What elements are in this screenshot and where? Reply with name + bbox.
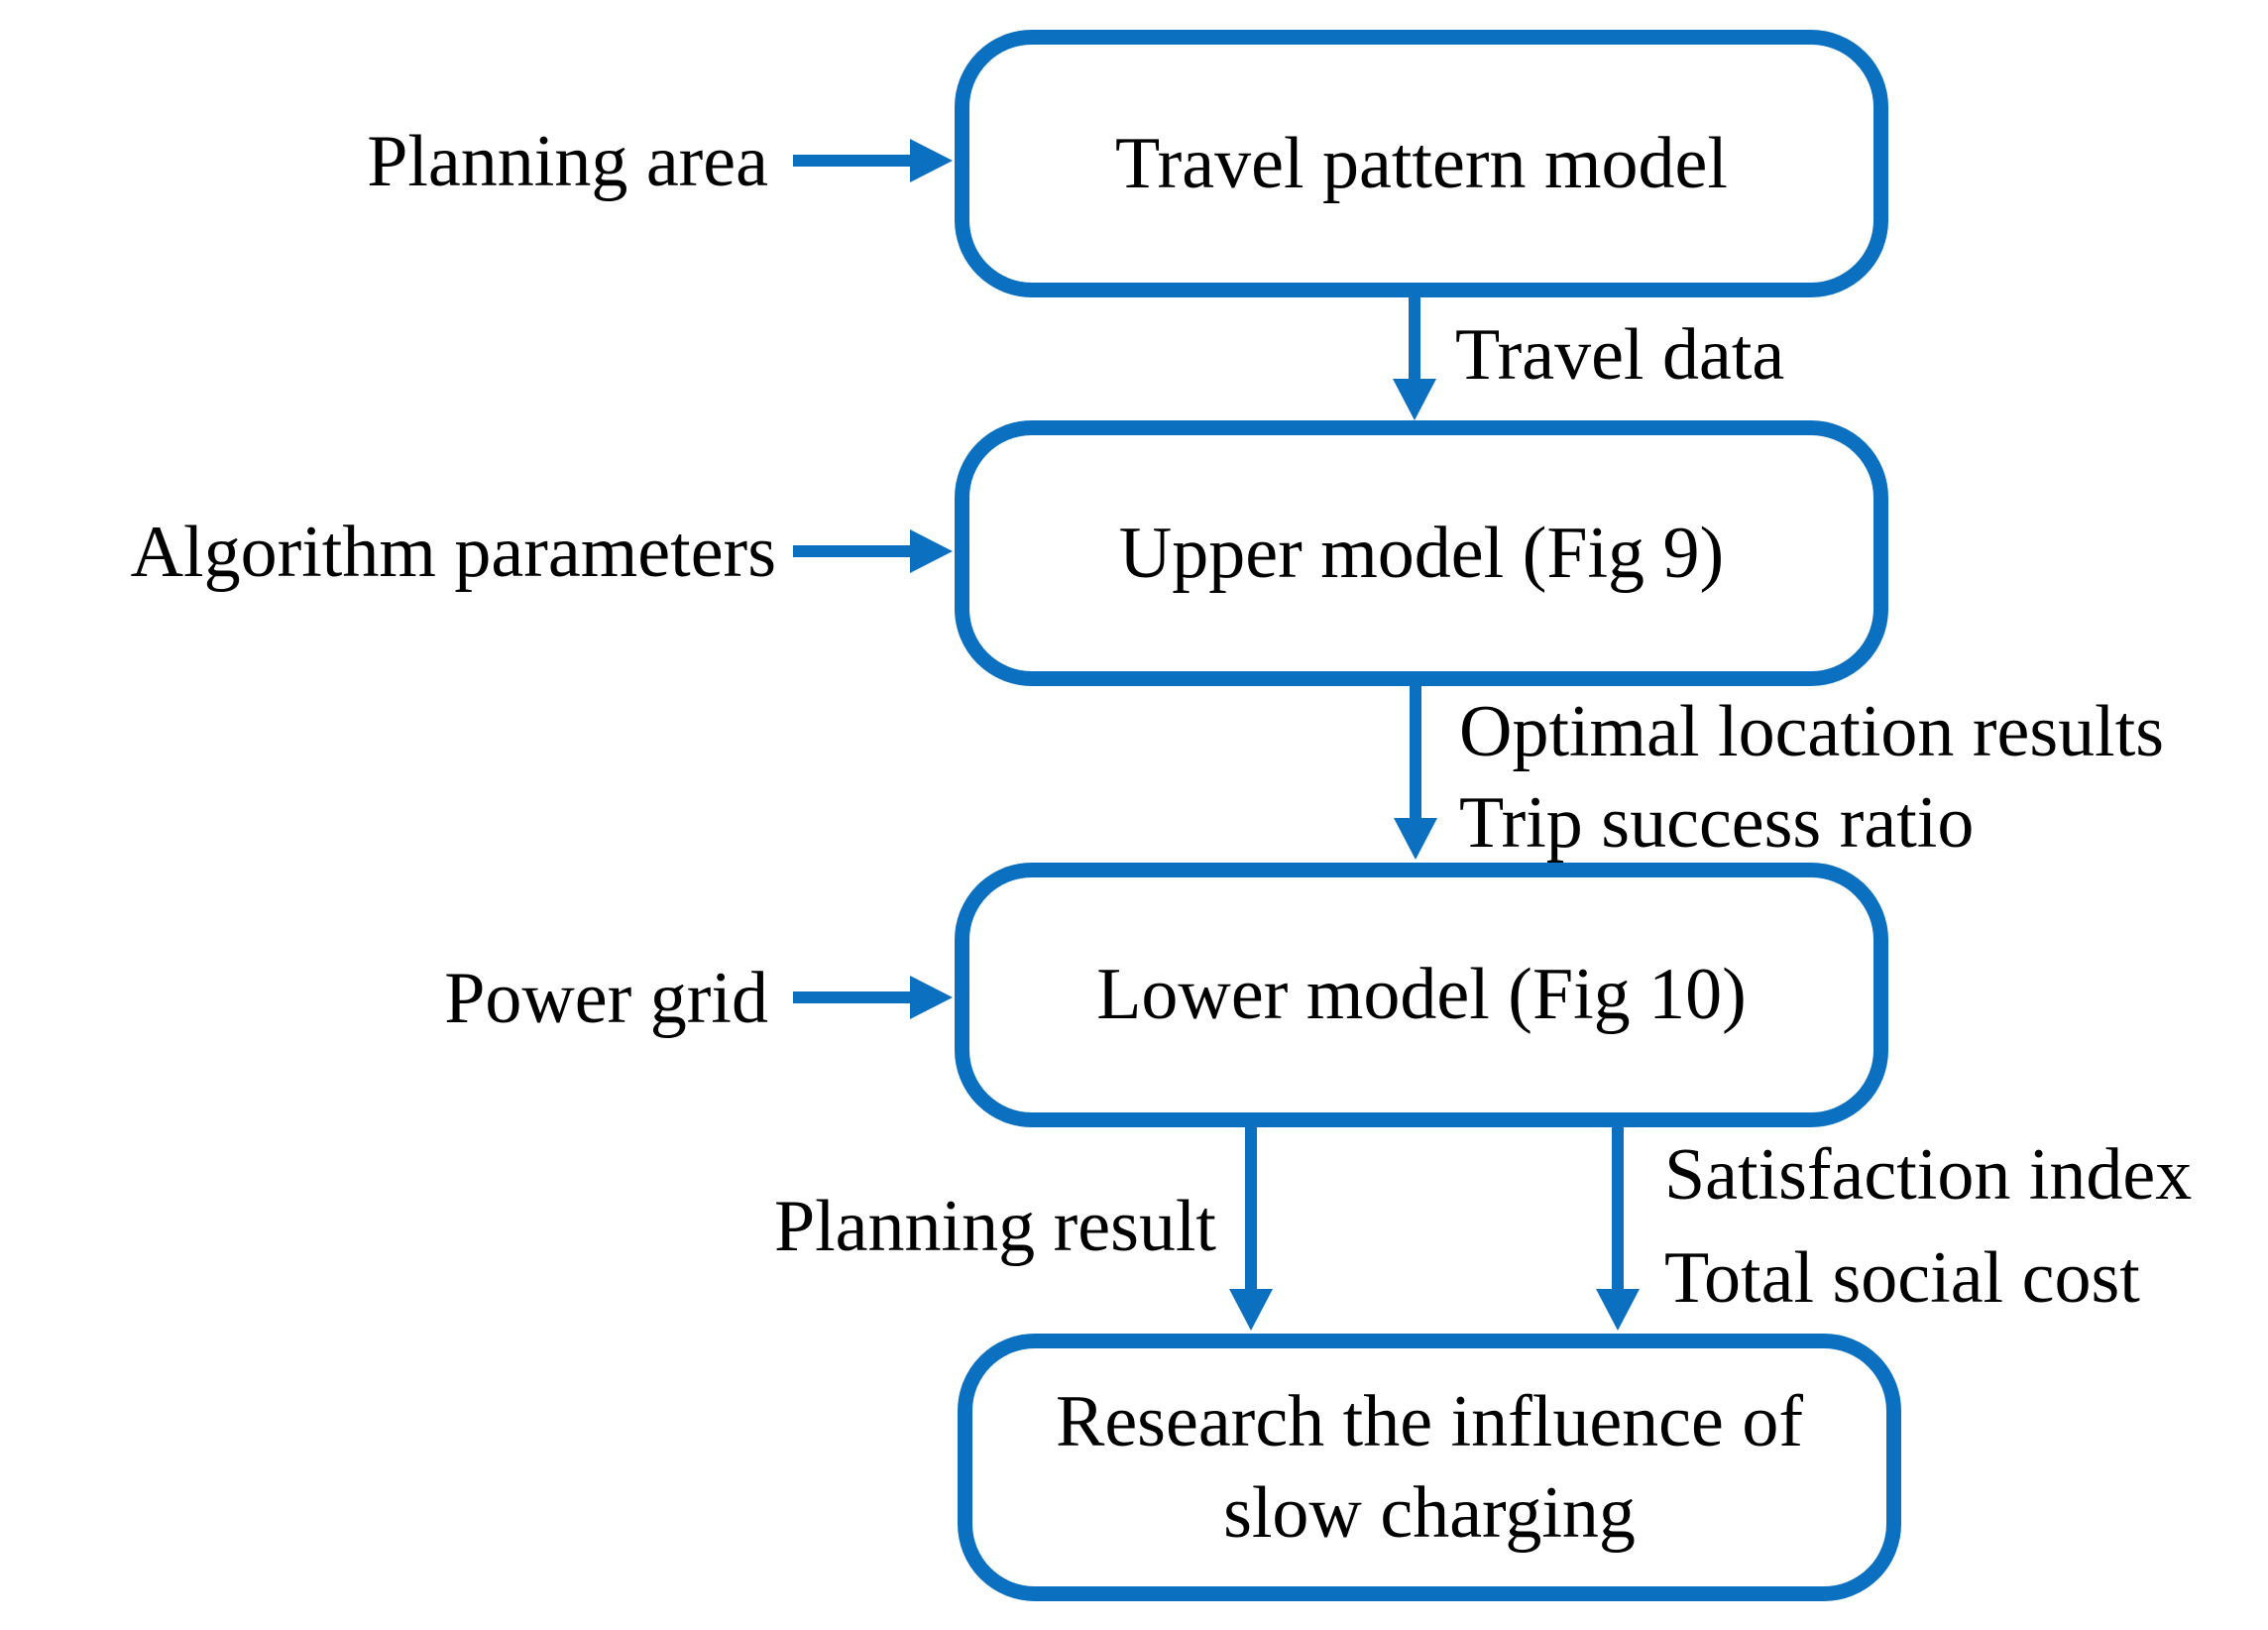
arrow-algorithm-parameters <box>793 529 953 573</box>
node-upper-model: Upper model (Fig 9) <box>955 420 1888 686</box>
label-power-grid: Power grid <box>444 958 768 1039</box>
arrow-optimal-location <box>1394 682 1437 860</box>
label-planning-area: Planning area <box>367 121 768 202</box>
node-research-slow-charging-label: Research the influence of slow charging <box>1056 1376 1803 1559</box>
arrow-travel-data <box>1393 293 1436 420</box>
label-total-social-cost: Total social cost <box>1664 1237 2140 1319</box>
node-research-slow-charging: Research the influence of slow charging <box>958 1334 1901 1601</box>
node-travel-pattern-model: Travel pattern model <box>955 30 1888 297</box>
arrow-planning-area <box>793 139 953 182</box>
arrow-satisfaction <box>1596 1123 1640 1331</box>
node-upper-model-label: Upper model (Fig 9) <box>1118 512 1725 594</box>
arrow-power-grid <box>793 976 953 1019</box>
node-lower-model-label: Lower model (Fig 10) <box>1096 954 1747 1036</box>
label-optimal-location-results: Optimal location results <box>1459 691 2165 772</box>
node-lower-model: Lower model (Fig 10) <box>955 863 1888 1127</box>
arrow-planning-result <box>1229 1123 1273 1331</box>
node-research-line2: slow charging <box>1223 1472 1636 1554</box>
node-travel-pattern-model-label: Travel pattern model <box>1115 122 1728 204</box>
label-planning-result: Planning result <box>773 1186 1216 1267</box>
node-research-line1: Research the influence of <box>1055 1381 1804 1462</box>
label-satisfaction-index: Satisfaction index <box>1664 1134 2193 1216</box>
label-trip-success-ratio: Trip success ratio <box>1459 782 1975 864</box>
label-travel-data: Travel data <box>1455 314 1785 396</box>
label-algorithm-parameters: Algorithm parameters <box>130 512 776 593</box>
